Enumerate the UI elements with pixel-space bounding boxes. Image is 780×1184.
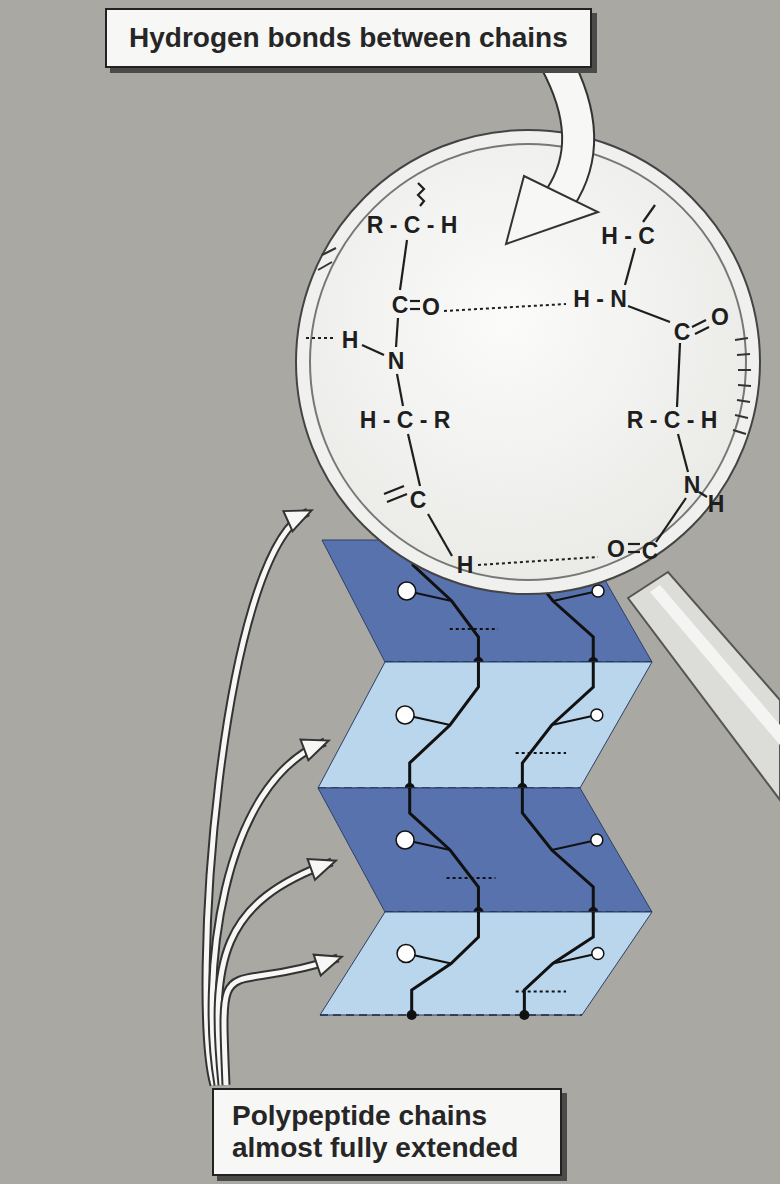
chain-backbone: [522, 662, 593, 788]
atom: [591, 834, 603, 846]
atom-label: H - C: [601, 225, 655, 248]
fold-line: [320, 1014, 582, 1016]
chain-backbone: [410, 788, 479, 912]
arrow-shaft: [212, 742, 325, 1085]
hydrogen-bond: [450, 628, 498, 630]
arrow-shaft-outline: [212, 742, 325, 1085]
atom-label: H - C - R: [360, 409, 451, 432]
atom-label: H: [342, 329, 359, 352]
atom-label: H: [708, 493, 725, 516]
atom-label: C: [674, 321, 691, 344]
pleated-sheet: [318, 540, 652, 1020]
alpha-carbon: [519, 1010, 529, 1020]
atom: [398, 582, 416, 600]
rim-hatch: [318, 248, 751, 434]
hydrogen-bond-dashes: [306, 304, 598, 565]
callout-arrows: [206, 510, 342, 1085]
callout-box: Hydrogen bonds between chains: [105, 8, 592, 68]
magnifier-lens: [310, 144, 746, 580]
callout-box: Polypeptide chains almost fully extended: [212, 1088, 562, 1176]
atom-label: N: [684, 474, 701, 497]
hydrogen-bond: [516, 752, 566, 754]
arrow-head: [301, 740, 329, 761]
callout-arrow: [506, 60, 598, 244]
atom-label: H - N: [573, 288, 627, 311]
chain-backbone: [522, 788, 593, 912]
sheet-panel: [318, 662, 652, 788]
atom: [397, 945, 415, 963]
atom-label: O: [422, 296, 440, 319]
atom: [592, 948, 604, 960]
hydrogen-bond: [516, 991, 566, 993]
side-group: [553, 954, 598, 964]
chemical-bonds: [362, 183, 709, 556]
side-group: [552, 840, 597, 850]
callout-text: Polypeptide chains almost fully extended: [232, 1100, 542, 1164]
atom-label: C: [642, 540, 659, 563]
hydrogen-bond: [447, 877, 496, 879]
atom: [396, 706, 414, 724]
atom-label: C: [392, 294, 409, 317]
atom: [592, 585, 604, 597]
side-group: [552, 715, 597, 725]
arrow-head: [283, 510, 311, 531]
magnifier-handle: [628, 572, 780, 800]
sheet-panel: [320, 912, 652, 1015]
arrow-shaft: [224, 958, 338, 1085]
atom-label: C: [410, 489, 427, 512]
alpha-carbon: [407, 1010, 417, 1020]
atom-label: R - C - H: [367, 214, 458, 237]
atom: [396, 831, 414, 849]
sheet-panel: [318, 788, 652, 912]
magnifier-rim: [296, 130, 760, 594]
atom-label: R - C - H: [627, 409, 718, 432]
arrow-shaft-outline: [224, 958, 338, 1085]
atom: [591, 709, 603, 721]
chain-backbone: [412, 912, 479, 1015]
atom-label: H: [457, 554, 474, 577]
chain-backbone: [524, 912, 593, 1015]
arrow-head: [314, 955, 342, 976]
arrow-head: [308, 859, 336, 880]
magnifier-handle-shade: [650, 585, 780, 745]
chain-backbone: [410, 662, 479, 788]
atom-label: O: [607, 538, 625, 561]
atom-label: N: [388, 350, 405, 373]
atom-label: O: [711, 306, 729, 329]
callout-text: Hydrogen bonds between chains: [129, 22, 568, 54]
